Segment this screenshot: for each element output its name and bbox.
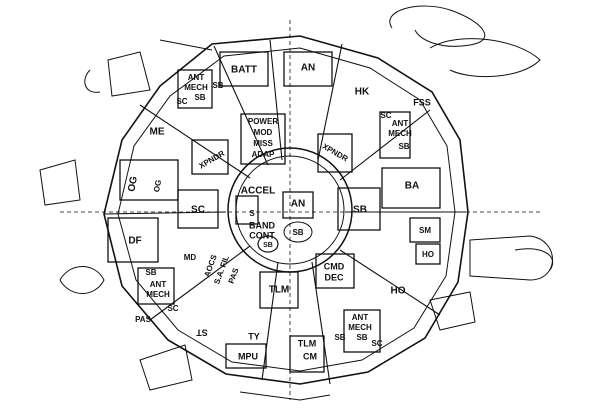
sc-left-box xyxy=(177,189,219,229)
sc-right-label: SC xyxy=(380,111,391,120)
sb-bottom-label: SB xyxy=(334,333,345,342)
s-center-label: S xyxy=(249,209,255,218)
ba-box xyxy=(381,167,441,209)
top-right-antenna-loop-2 xyxy=(429,38,541,77)
sb-tl-label: SB xyxy=(212,81,223,90)
ant-tl-label: ANT xyxy=(188,73,205,82)
xpndr-right-label: XPNDR xyxy=(321,142,350,164)
sb-center-ellipse xyxy=(283,221,313,243)
xpndr-left-box xyxy=(191,139,229,175)
adap-label: ADAP xyxy=(252,150,275,159)
ant-br-label: ANT xyxy=(352,313,369,322)
sb-right-small-label: SB xyxy=(398,142,409,151)
cont-label: CONT xyxy=(249,230,275,240)
top-left-boom xyxy=(159,39,213,51)
mpu-box xyxy=(225,343,267,369)
sc-br-label: SC xyxy=(371,339,382,348)
an-top-box xyxy=(283,51,333,87)
mod-label: MOD xyxy=(254,128,273,137)
mech-left-label: MECH xyxy=(146,290,170,299)
power-label: POWER xyxy=(248,117,278,126)
df-label: DF xyxy=(128,236,141,247)
ho-bottom-label: HO xyxy=(391,286,406,297)
ty-label: TY xyxy=(248,331,260,341)
pas-inner-label: PAS xyxy=(227,266,241,285)
sb-circle-label: SB xyxy=(263,242,273,249)
top-left-cone xyxy=(84,51,151,97)
bottom-cone xyxy=(239,391,331,401)
top-right-antenna-loop xyxy=(389,5,486,47)
sb-right-label: SB xyxy=(353,205,367,216)
og-box xyxy=(119,159,179,201)
sb-tl-inner-label: SB xyxy=(194,93,205,102)
left-lower-cone xyxy=(59,266,105,294)
og-label: OG xyxy=(126,175,140,192)
right-nozzle xyxy=(469,235,553,281)
batt-label: BATT xyxy=(231,65,257,76)
sb-small-circle xyxy=(257,235,279,253)
st-label: ST xyxy=(196,328,208,338)
sm-box xyxy=(409,217,441,243)
ba-label: BA xyxy=(405,181,419,192)
cmd-label: CMD xyxy=(324,261,345,271)
mpu-label: MPU xyxy=(238,351,258,361)
cmd-dec-box xyxy=(315,253,355,289)
sb-center-label: SB xyxy=(292,228,303,237)
tlm-cm-box xyxy=(289,335,325,373)
sc-tl-label: SC xyxy=(176,97,187,106)
ho-right-box xyxy=(415,243,441,265)
og-small-label: OG xyxy=(152,179,163,193)
sb-left-label: SB xyxy=(145,268,156,277)
an-center-box xyxy=(282,191,314,219)
ant-mech-tl-box xyxy=(177,69,213,109)
component-boxes xyxy=(107,51,441,373)
tlm-cm-tlm-label: TLM xyxy=(298,338,317,348)
an-top-label: AN xyxy=(301,63,315,74)
inner-ring-outline xyxy=(117,47,456,372)
mech-tl-label: MECH xyxy=(184,83,208,92)
tlm-label: TLM xyxy=(269,285,290,296)
tlm-box xyxy=(259,271,299,309)
component-labels: BATT AN HK FSS ANT MECH SB SC SB ME POWE… xyxy=(126,63,434,362)
ho-right-label: HO xyxy=(422,250,434,259)
batt-box xyxy=(219,51,269,87)
right-lower-cone xyxy=(429,291,476,331)
sm-label: SM xyxy=(419,226,431,235)
power-box xyxy=(240,113,286,165)
ant-mech-left-box xyxy=(137,267,175,305)
bottom-left-fin xyxy=(139,344,193,391)
mech-br-label: MECH xyxy=(348,323,372,332)
sc-left-label: SC xyxy=(191,205,205,216)
outer-body-outline xyxy=(103,35,469,385)
left-cone xyxy=(39,159,81,206)
mech-right-label: MECH xyxy=(388,129,412,138)
right-nozzle-2 xyxy=(514,248,553,271)
dec-label: DEC xyxy=(324,272,344,282)
me-label: ME xyxy=(150,127,165,138)
fss-label: FSS xyxy=(413,97,431,107)
df-box xyxy=(107,217,159,263)
md-label: MD xyxy=(184,253,197,262)
miss-label: MISS xyxy=(253,139,273,148)
ant-right-label: ANT xyxy=(392,119,409,128)
sb-right-box xyxy=(337,187,381,231)
band-label: BAND xyxy=(249,220,275,230)
ant-mech-right-box xyxy=(379,111,411,159)
ant-left-label: ANT xyxy=(150,280,167,289)
xpndr-right-box xyxy=(317,133,353,173)
an-center-label: AN xyxy=(291,199,305,210)
sc-left-low-label: SC xyxy=(167,304,178,313)
external-protrusions xyxy=(39,5,553,401)
hk-label: HK xyxy=(355,87,370,98)
accel-label: ACCEL xyxy=(241,186,275,197)
tlm-cm-cm-label: CM xyxy=(303,351,317,361)
ant-mech-br-box xyxy=(343,309,381,353)
radial-section-lines xyxy=(103,39,466,385)
sb-br-label: SB xyxy=(356,333,367,342)
pas-label: PAS xyxy=(135,315,152,324)
s-center-box xyxy=(235,195,259,225)
